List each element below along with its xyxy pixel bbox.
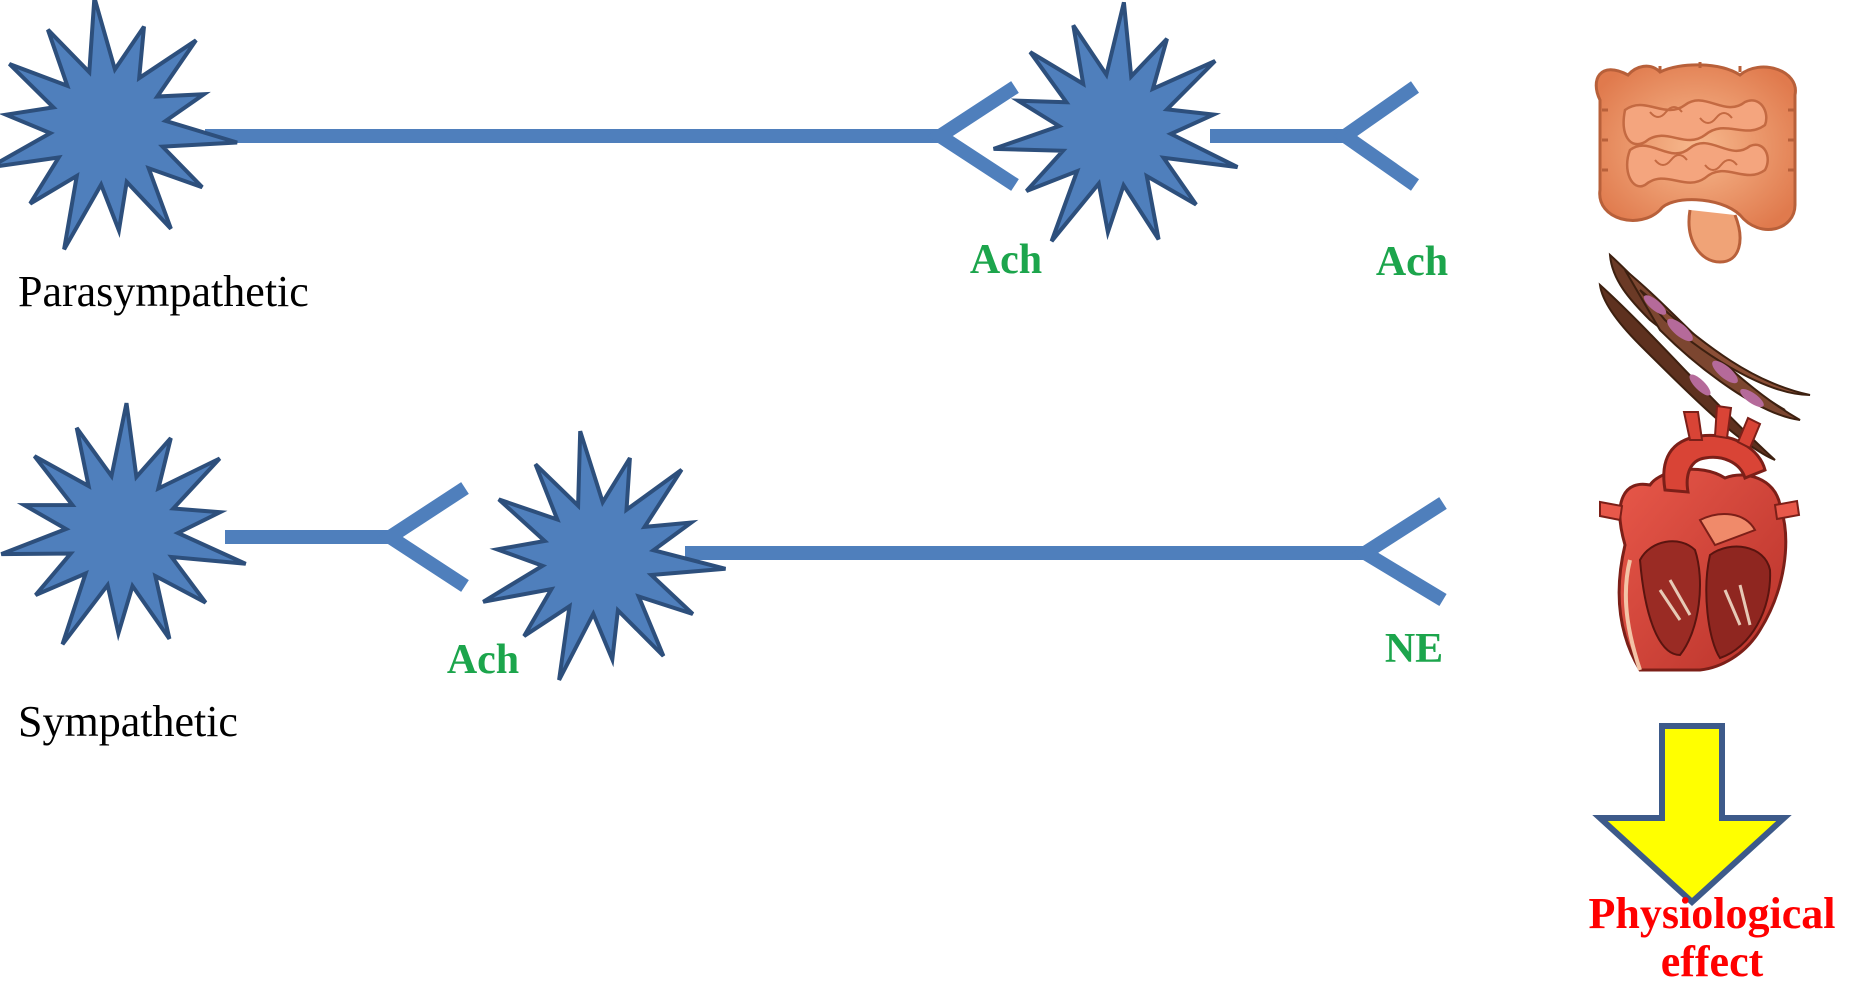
axon-terminal-parasympathetic-pre — [927, 81, 1019, 191]
intestine-icon — [1594, 62, 1797, 264]
axon-terminal-parasympathetic-post — [1332, 81, 1420, 191]
nt-label-effector-parasympathetic: Ach — [1376, 239, 1448, 285]
preganglionic-neuron-parasympathetic — [0, 0, 238, 251]
ganglion-neuron-sympathetic — [482, 430, 727, 681]
heart-icon — [1599, 404, 1801, 672]
axon-terminal-sympathetic-pre — [377, 482, 469, 592]
nt-label-ganglion-sympathetic: Ach — [447, 637, 519, 683]
sympathetic-pathway: Sympathetic Ach NE — [0, 402, 1447, 746]
effect-label-line1: Physiological — [1589, 889, 1836, 938]
effect-label-line2: effect — [1661, 937, 1764, 982]
ganglion-neuron-parasympathetic — [992, 1, 1239, 243]
smooth-muscle-icon — [1598, 252, 1811, 461]
pathway-label-sympathetic: Sympathetic — [18, 697, 238, 746]
parasympathetic-pathway: Parasympathetic Ach Ach — [0, 0, 1448, 316]
pathway-label-parasympathetic: Parasympathetic — [18, 267, 309, 316]
preganglionic-neuron-sympathetic — [0, 402, 247, 646]
axon-terminal-sympathetic-post — [1351, 497, 1447, 606]
nt-label-effector-sympathetic: NE — [1385, 626, 1443, 672]
down-arrow-icon — [1592, 723, 1792, 907]
nt-label-ganglion-parasympathetic: Ach — [970, 237, 1042, 283]
